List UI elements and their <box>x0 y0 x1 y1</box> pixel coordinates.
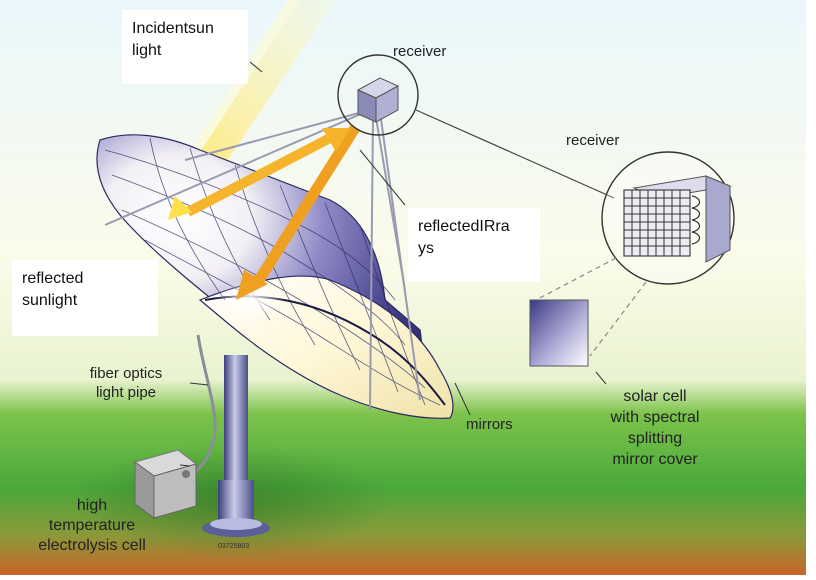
electrolysis-cell-label: high temperature electrolysis cell <box>38 497 146 554</box>
electrolysis-cell-box <box>133 449 198 519</box>
pole-base-top <box>210 518 262 530</box>
solar-dish-diagram <box>0 0 806 575</box>
receiver-detail-connector <box>415 109 615 199</box>
incident-sunlight-label: Incidentsun light <box>122 10 248 84</box>
reflected-sunlight-label: reflected sunlight <box>12 260 158 336</box>
figure-code: 03725803 <box>218 543 250 550</box>
receiver-zoom-circle <box>337 54 419 136</box>
reflected-sunlight-arrow <box>236 125 360 300</box>
reflected-ir-arrow <box>185 128 350 217</box>
pole-collar <box>218 480 254 520</box>
pole <box>224 355 248 495</box>
solar-cell-dash-left <box>535 257 617 301</box>
reflected-ir-label: reflectedIRra ys <box>408 208 540 282</box>
fiber-optics-label: fiber optics light pipe <box>89 365 163 401</box>
receiver-detail-device <box>623 175 732 263</box>
incident-beam-arrowhead <box>168 196 192 220</box>
receiver-top-label: receiver <box>393 43 447 60</box>
fiber-optic-cable <box>187 334 217 476</box>
receiver-device <box>356 77 400 123</box>
receiver-detail-label: receiver <box>566 132 620 149</box>
leader-lines <box>179 61 607 467</box>
solar-cell-panel <box>529 299 589 367</box>
solar-cell-label: solar cell with spectral splitting mirro… <box>610 388 700 468</box>
solar-cell-dash-right <box>589 281 647 357</box>
mirrors-label: mirrors <box>466 416 513 433</box>
focus-glow <box>215 280 285 320</box>
